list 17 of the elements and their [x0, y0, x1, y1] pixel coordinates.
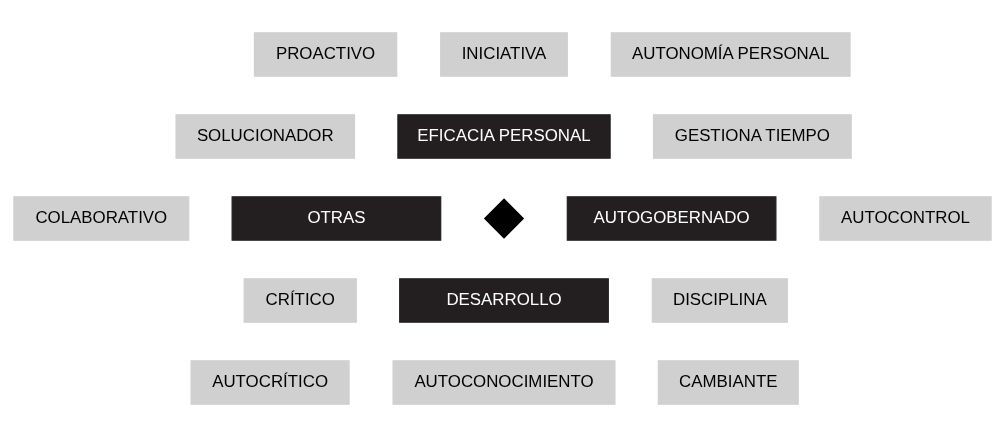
node-box: OTRAS — [231, 196, 442, 241]
node-box: CRÍTICO — [243, 278, 357, 323]
node-box: AUTOCONTROL — [819, 196, 992, 241]
node-box: AUTOCRÍTICO — [190, 360, 350, 405]
node-box: PROACTIVO — [253, 32, 398, 77]
node-box: AUTONOMÍA PERSONAL — [610, 32, 851, 77]
node-box: DESARROLLO — [399, 278, 609, 323]
node-box: GESTIONA TIEMPO — [652, 114, 852, 159]
node-box: DISCIPLINA — [651, 278, 788, 323]
node-box: EFICACIA PERSONAL — [397, 114, 611, 159]
node-box: AUTOGOBERNADO — [566, 196, 777, 241]
node-box: CAMBIANTE — [657, 360, 799, 405]
node-box: INICIATIVA — [440, 32, 568, 77]
node-box: SOLUCIONADOR — [175, 114, 356, 159]
node-box: COLABORATIVO — [13, 196, 190, 241]
node-diamond — [483, 198, 525, 239]
node-box: AUTOCONOCIMIENTO — [392, 360, 616, 405]
